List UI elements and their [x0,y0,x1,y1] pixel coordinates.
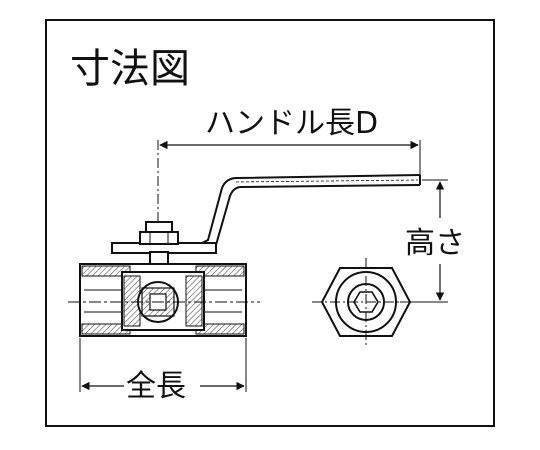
drawing-title: 寸法図 [70,46,190,92]
height-label: 高さ [405,226,465,261]
valve-body-end-view [312,258,420,346]
valve-body-side-view [68,263,260,337]
drawing-frame [45,19,495,427]
stem-nut [139,221,179,275]
overall-length-label: 全長 [126,369,186,404]
handle-length-label: ハンドル長D [205,106,378,141]
